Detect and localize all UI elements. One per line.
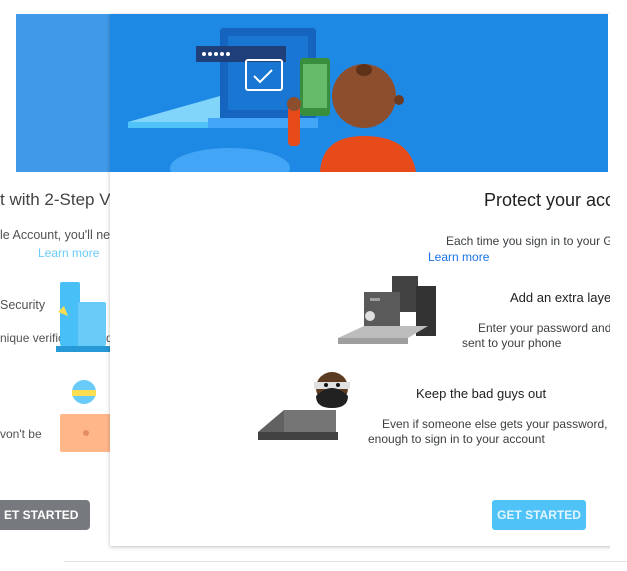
ghost-security-label: Security — [0, 298, 46, 312]
server-icon — [338, 276, 436, 344]
ghost-learn-more-link[interactable]: Learn more — [38, 246, 100, 260]
laptop-icon — [60, 380, 112, 452]
ghost-wont-label: von't be — [0, 427, 42, 441]
hero-banner — [110, 14, 608, 172]
protect-account-dialog: Protect your accoun Each time you sign i… — [110, 14, 627, 546]
bottom-divider — [64, 561, 627, 562]
intro-text: Each time you sign in to your Goog — [446, 234, 627, 248]
hero-illustration — [128, 28, 416, 172]
person-icon — [332, 64, 396, 128]
masked-thief-icon — [258, 372, 350, 440]
get-started-button[interactable]: GET STARTED — [492, 500, 586, 530]
dialog-title: Protect your accoun — [484, 190, 627, 210]
ghost-get-started-button[interactable]: ET STARTED — [0, 500, 90, 530]
feature-1-desc-line1: Enter your password and a — [478, 321, 622, 335]
feature-1-title: Add an extra layer o — [510, 290, 627, 305]
learn-more-link[interactable]: Learn more — [428, 250, 490, 264]
feature-1-desc-line2: sent to your phone — [462, 336, 562, 350]
phone-shield-icon — [56, 282, 112, 352]
feature-2-desc-line1: Even if someone else gets your password,… — [382, 417, 617, 431]
feature-2-desc-line2: enough to sign in to your account — [368, 432, 545, 446]
feature-2-title: Keep the bad guys out — [416, 386, 547, 401]
window-edge — [610, 0, 627, 571]
